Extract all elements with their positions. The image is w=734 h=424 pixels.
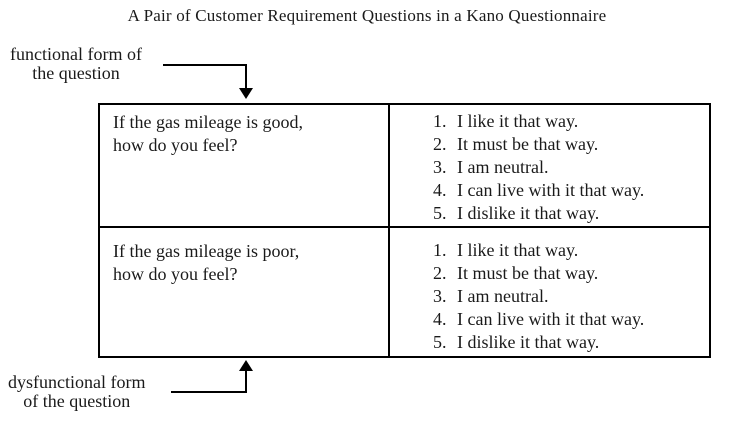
figure-title: A Pair of Customer Requirement Questions… <box>127 6 607 25</box>
option-text: It must be that way. <box>457 134 599 154</box>
dysfunctional-question-line1: If the gas mileage is poor, <box>113 241 300 261</box>
dysfunctional-options-cell: 1. I like it that way. 2. It must be tha… <box>390 228 709 356</box>
option-text: I dislike it that way. <box>457 203 600 223</box>
option-item: 3. I am neutral. <box>433 285 705 308</box>
functional-question-line2: how do you feel? <box>113 135 238 155</box>
functional-question-line1: If the gas mileage is good, <box>113 112 303 132</box>
option-item: 1. I like it that way. <box>433 239 705 262</box>
option-text: I can live with it that way. <box>457 180 645 200</box>
functional-connector-horizontal-line <box>163 64 247 66</box>
arrow-up-icon <box>239 360 253 371</box>
option-item: 3. I am neutral. <box>433 156 705 179</box>
functional-connector-vertical-line <box>245 64 247 89</box>
dysfunctional-form-label-line2: of the question <box>23 391 131 411</box>
option-text: I am neutral. <box>457 157 549 177</box>
option-number: 4. <box>433 309 447 329</box>
dysfunctional-connector-horizontal-line <box>171 391 247 393</box>
functional-form-label-line1: functional form of <box>10 44 142 64</box>
option-text: I am neutral. <box>457 286 549 306</box>
dysfunctional-connector-vertical-line <box>245 370 247 393</box>
option-number: 5. <box>433 332 447 352</box>
option-number: 3. <box>433 286 447 306</box>
option-number: 5. <box>433 203 447 223</box>
option-item: 4. I can live with it that way. <box>433 308 705 331</box>
option-item: 2. It must be that way. <box>433 262 705 285</box>
option-number: 2. <box>433 134 447 154</box>
option-text: I like it that way. <box>457 240 579 260</box>
option-text: I can live with it that way. <box>457 309 645 329</box>
option-number: 2. <box>433 263 447 283</box>
dysfunctional-form-label-line1: dysfunctional form <box>8 372 146 392</box>
option-text: It must be that way. <box>457 263 599 283</box>
dysfunctional-question-cell: If the gas mileage is poor, how do you f… <box>100 228 390 356</box>
option-item: 1. I like it that way. <box>433 110 705 133</box>
dysfunctional-form-label: dysfunctional form of the question <box>8 373 145 411</box>
functional-form-label-line2: the question <box>32 63 120 83</box>
option-number: 1. <box>433 240 447 260</box>
option-item: 5. I dislike it that way. <box>433 202 705 225</box>
functional-form-label: functional form of the question <box>10 45 142 83</box>
functional-question-cell: If the gas mileage is good, how do you f… <box>100 105 390 228</box>
option-text: I like it that way. <box>457 111 579 131</box>
kano-question-table: If the gas mileage is good, how do you f… <box>98 103 711 358</box>
option-item: 4. I can live with it that way. <box>433 179 705 202</box>
option-text: I dislike it that way. <box>457 332 600 352</box>
option-number: 1. <box>433 111 447 131</box>
dysfunctional-question-line2: how do you feel? <box>113 264 238 284</box>
option-item: 2. It must be that way. <box>433 133 705 156</box>
option-number: 4. <box>433 180 447 200</box>
arrow-down-icon <box>239 88 253 99</box>
option-number: 3. <box>433 157 447 177</box>
option-item: 5. I dislike it that way. <box>433 331 705 354</box>
functional-options-cell: 1. I like it that way. 2. It must be tha… <box>390 105 709 228</box>
